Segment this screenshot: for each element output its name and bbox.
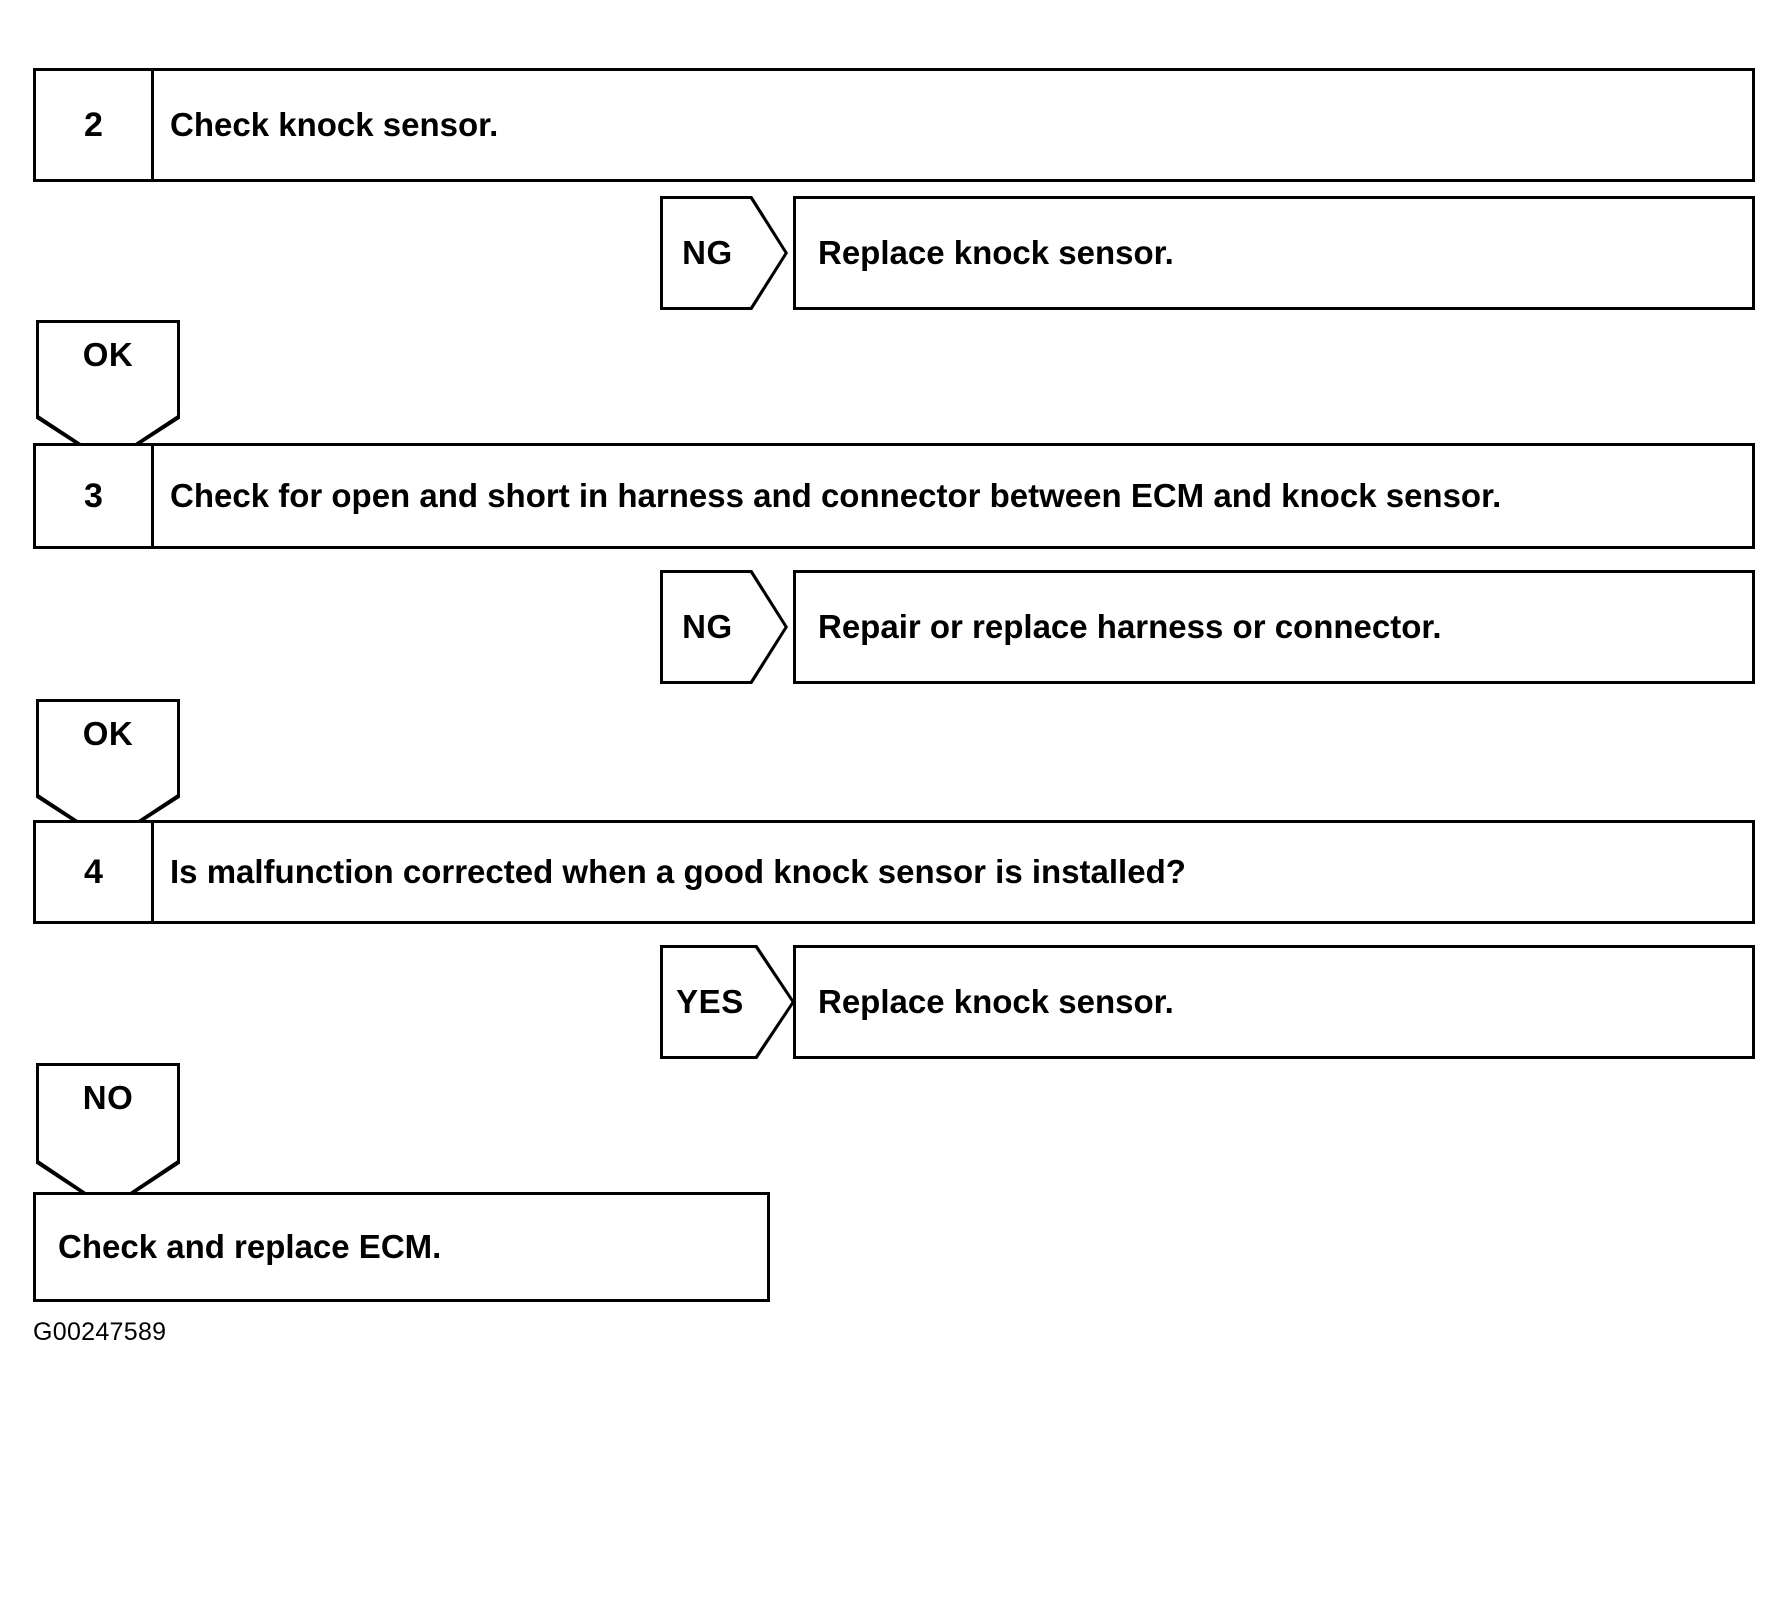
result-box-replace-knock-sensor-2: Replace knock sensor.	[793, 945, 1755, 1059]
result-box-repair-harness: Repair or replace harness or connector.	[793, 570, 1755, 684]
step-description: Check for open and short in harness and …	[170, 476, 1502, 514]
step-number: 3	[36, 446, 154, 546]
result-box-replace-knock-sensor-1: Replace knock sensor.	[793, 196, 1755, 310]
step-row-4: 4 Is malfunction corrected when a good k…	[33, 820, 1755, 924]
result-text: Replace knock sensor.	[818, 234, 1174, 271]
step-number: 2	[36, 71, 154, 179]
branch-tag-ng-1: NG	[660, 196, 788, 310]
step-description: Check knock sensor.	[170, 105, 499, 143]
branch-tag-ng-2: NG	[660, 570, 788, 684]
branch-tag-label: NG	[682, 608, 733, 645]
result-text: Replace knock sensor.	[818, 983, 1174, 1020]
branch-tag-label: YES	[676, 983, 744, 1020]
flow-tag-ok-2: OK	[36, 699, 180, 844]
result-text: Repair or replace harness or connector.	[818, 608, 1442, 645]
step-description: Is malfunction corrected when a good kno…	[170, 852, 1186, 890]
flow-tag-label: OK	[82, 715, 134, 752]
flow-tag-label: NO	[82, 1079, 134, 1116]
document-code: G00247589	[33, 1318, 167, 1346]
step-number: 4	[36, 823, 154, 921]
branch-tag-yes: YES	[660, 945, 795, 1059]
terminal-text: Check and replace ECM.	[58, 1228, 442, 1265]
flow-tag-label: OK	[82, 336, 134, 373]
step-row-3: 3 Check for open and short in harness an…	[33, 443, 1755, 549]
branch-tag-label: NG	[682, 234, 733, 271]
flow-tag-no: NO	[36, 1063, 180, 1211]
step-row-2: 2 Check knock sensor.	[33, 68, 1755, 182]
terminal-box-check-replace-ecm: Check and replace ECM.	[33, 1192, 770, 1302]
